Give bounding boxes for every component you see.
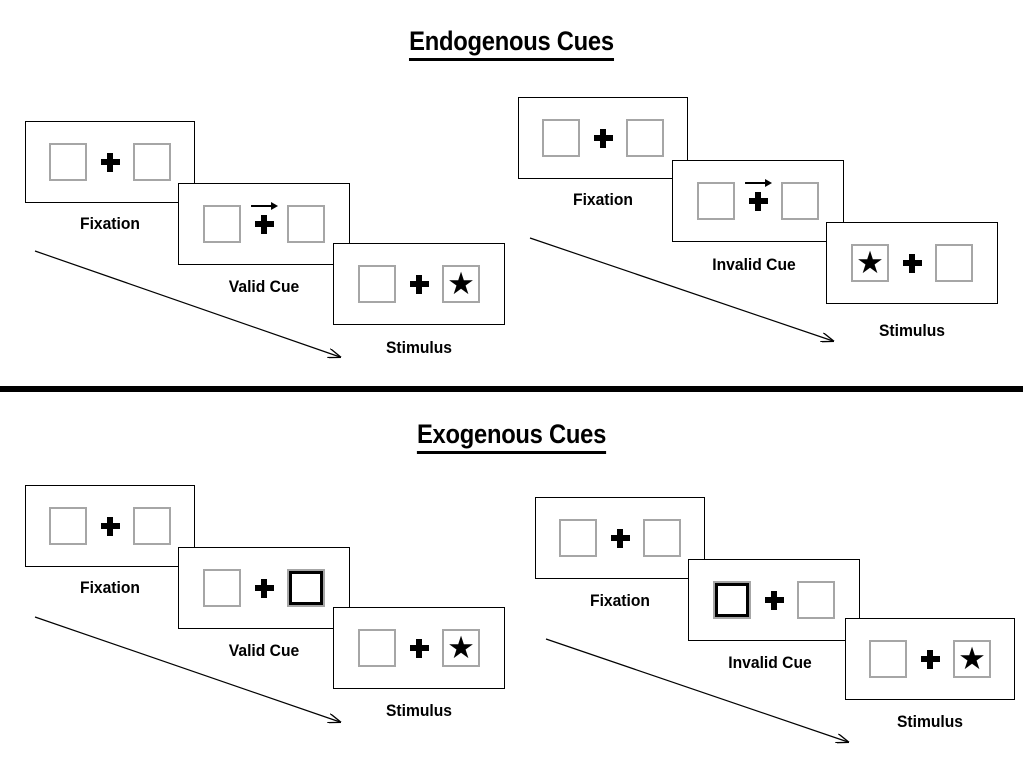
- panel-exo-invalid-cue: [688, 559, 860, 641]
- placeholder-box-left: [869, 640, 907, 678]
- panel-exo-valid-fixation: [25, 485, 195, 567]
- panel-endo-invalid-stimulus: ★: [826, 222, 998, 304]
- fixation-cross-icon: [902, 253, 922, 273]
- fixation-center: [907, 631, 953, 687]
- star-icon: ★: [447, 265, 475, 301]
- panel-endo-valid-cue: [178, 183, 350, 265]
- arrow-right-icon: [251, 202, 279, 212]
- fixation-cross-icon: [100, 516, 120, 536]
- label-exo-valid-stimulus: Stimulus: [385, 701, 453, 720]
- label-exo-invalid-stimulus: Stimulus: [896, 712, 964, 731]
- fixation-center: [87, 498, 133, 554]
- placeholder-box-right: [133, 507, 171, 545]
- target-box-left: ★: [851, 244, 889, 282]
- panel-exo-valid-cue: [178, 547, 350, 629]
- label-exo-invalid-fixation: Fixation: [590, 591, 650, 610]
- placeholder-box-left: [49, 143, 87, 181]
- placeholder-box-left: [559, 519, 597, 557]
- label-endo-invalid-cue: Invalid Cue: [712, 255, 796, 274]
- fixation-center: [87, 134, 133, 190]
- placeholder-box-right: [626, 119, 664, 157]
- placeholder-box-right: [935, 244, 973, 282]
- placeholder-box-right: [797, 581, 835, 619]
- cued-box-right: [287, 569, 325, 607]
- section-divider: [0, 386, 1023, 392]
- placeholder-box-right: [781, 182, 819, 220]
- placeholder-box-right: [133, 143, 171, 181]
- target-box-right: ★: [953, 640, 991, 678]
- panel-endo-valid-fixation: [25, 121, 195, 203]
- placeholder-box-right: [287, 205, 325, 243]
- panel-endo-invalid-cue: [672, 160, 844, 242]
- fixation-cross-icon: [764, 590, 784, 610]
- fixation-center: [580, 110, 626, 166]
- section-title-endogenous-text: Endogenous Cues: [409, 26, 614, 61]
- label-endo-valid-stimulus: Stimulus: [385, 338, 453, 357]
- cued-box-left: [713, 581, 751, 619]
- fixation-cross-icon: [254, 214, 274, 234]
- label-endo-valid-fixation: Fixation: [80, 214, 140, 233]
- fixation-cross-icon: [920, 649, 940, 669]
- target-box-right: ★: [442, 629, 480, 667]
- label-endo-invalid-fixation: Fixation: [573, 190, 633, 209]
- panel-exo-invalid-fixation: [535, 497, 705, 579]
- fixation-center: [241, 196, 287, 252]
- fixation-center: [751, 572, 797, 628]
- fixation-cross-icon: [610, 528, 630, 548]
- label-exo-valid-cue: Valid Cue: [228, 641, 300, 660]
- placeholder-box-left: [542, 119, 580, 157]
- panel-endo-valid-stimulus: ★: [333, 243, 505, 325]
- fixation-cross-icon: [593, 128, 613, 148]
- label-endo-invalid-stimulus: Stimulus: [878, 321, 946, 340]
- placeholder-box-left: [203, 205, 241, 243]
- label-exo-invalid-cue: Invalid Cue: [728, 653, 812, 672]
- panel-exo-invalid-stimulus: ★: [845, 618, 1015, 700]
- label-endo-valid-cue: Valid Cue: [228, 277, 300, 296]
- section-title-exogenous-text: Exogenous Cues: [416, 419, 606, 454]
- section-title-exogenous: Exogenous Cues: [61, 419, 961, 454]
- fixation-cross-icon: [100, 152, 120, 172]
- star-icon: ★: [958, 640, 986, 676]
- fixation-cross-icon: [254, 578, 274, 598]
- panel-exo-valid-stimulus: ★: [333, 607, 505, 689]
- placeholder-box-left: [203, 569, 241, 607]
- fixation-center: [396, 256, 442, 312]
- arrow-right-icon: [745, 179, 773, 189]
- fixation-center: [889, 235, 935, 291]
- placeholder-box-left: [358, 629, 396, 667]
- panel-endo-invalid-fixation: [518, 97, 688, 179]
- placeholder-box-left: [358, 265, 396, 303]
- fixation-center: [241, 560, 287, 616]
- fixation-cross-icon: [409, 638, 429, 658]
- fixation-center: [735, 173, 781, 229]
- star-icon: ★: [856, 244, 884, 280]
- placeholder-box-right: [643, 519, 681, 557]
- label-exo-valid-fixation: Fixation: [80, 578, 140, 597]
- section-title-endogenous: Endogenous Cues: [61, 26, 961, 61]
- star-icon: ★: [447, 629, 475, 665]
- placeholder-box-left: [49, 507, 87, 545]
- target-box-right: ★: [442, 265, 480, 303]
- fixation-cross-icon: [409, 274, 429, 294]
- fixation-cross-icon: [748, 191, 768, 211]
- fixation-center: [396, 620, 442, 676]
- placeholder-box-left: [697, 182, 735, 220]
- fixation-center: [597, 510, 643, 566]
